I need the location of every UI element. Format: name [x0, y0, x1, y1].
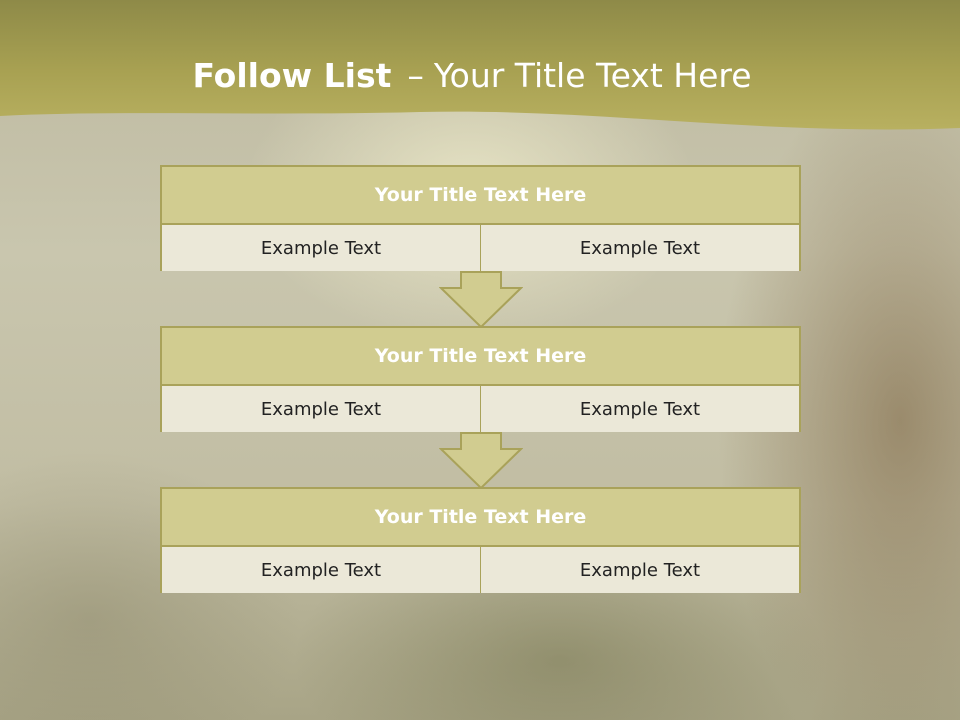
down-arrow-icon	[439, 271, 523, 329]
slide-title-separator: –	[407, 56, 424, 95]
step-title: Your Title Text Here	[162, 167, 799, 223]
down-arrow-icon	[439, 432, 523, 490]
step-box-3: Your Title Text Here Example Text Exampl…	[160, 487, 801, 593]
step-right-text: Example Text	[481, 547, 799, 593]
header-band	[0, 0, 960, 130]
step-left-text: Example Text	[162, 225, 480, 271]
slide-title-bold: Follow List	[192, 56, 392, 95]
step-left-text: Example Text	[162, 547, 480, 593]
step-left-text: Example Text	[162, 386, 480, 432]
step-box-1: Your Title Text Here Example Text Exampl…	[160, 165, 801, 271]
slide-title: Follow List–Your Title Text Here	[0, 52, 944, 100]
step-title: Your Title Text Here	[162, 328, 799, 384]
step-right-text: Example Text	[481, 225, 799, 271]
step-right-text: Example Text	[481, 386, 799, 432]
slide-title-rest: Your Title Text Here	[433, 56, 752, 95]
step-title: Your Title Text Here	[162, 489, 799, 545]
step-box-2: Your Title Text Here Example Text Exampl…	[160, 326, 801, 432]
